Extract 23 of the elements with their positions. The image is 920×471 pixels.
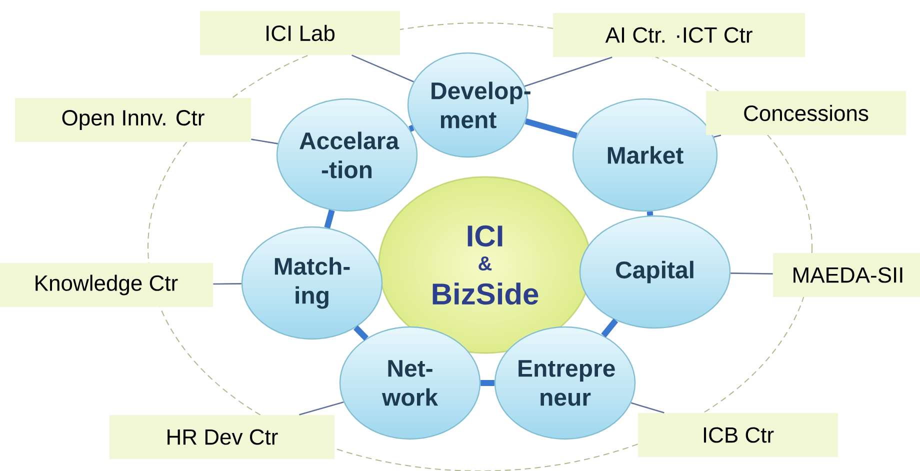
leader-line: [714, 134, 722, 138]
connector: [324, 210, 335, 229]
connector: [601, 318, 618, 338]
label-box: AI Ctr. ·ICT Ctr: [553, 13, 806, 57]
label-box: Open Innv. Ctr: [15, 98, 251, 142]
label-box: ICI Lab: [200, 11, 400, 55]
label-box: Knowledge Ctr: [0, 263, 213, 307]
connector: [646, 211, 654, 216]
connector: [480, 380, 494, 386]
label-box: ICB Ctr: [638, 413, 838, 457]
leader-line: [213, 283, 242, 285]
leader-line: [299, 401, 344, 416]
connector: [524, 118, 578, 139]
label-box: MAEDA-SII: [773, 253, 920, 297]
leader-line: [524, 56, 612, 87]
label-box: Concessions: [706, 91, 906, 135]
connector: [353, 325, 369, 341]
leader-line: [251, 138, 278, 144]
label-box: HR Dev Ctr: [110, 415, 334, 459]
connector: [408, 124, 414, 132]
leader-line: [630, 402, 664, 414]
leader-line: [352, 54, 414, 82]
leader-line: [730, 272, 773, 274]
